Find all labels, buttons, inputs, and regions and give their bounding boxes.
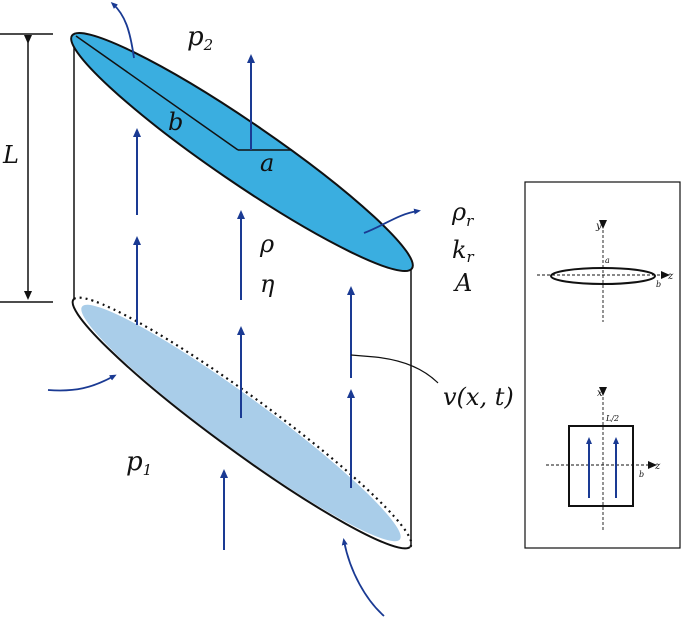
inset-b-label-2: b (639, 470, 644, 479)
velocity-label: v(x, t) (443, 383, 514, 411)
wall-density-label: ρr (451, 198, 474, 230)
pressure-top-label: p2 (187, 22, 213, 54)
inset-z-axis-label-2: z (654, 461, 661, 472)
inset-rect-section: x z L/2 b (546, 387, 661, 532)
outflow-right-arrow (363, 208, 421, 234)
inset-half-length-label: L/2 (605, 414, 619, 423)
semi-axis-a-label: a (260, 149, 274, 177)
curved-flux-arrows (47, 1, 421, 617)
inset-y-axis-label: y (595, 221, 602, 232)
velocity-leader-line (350, 354, 439, 384)
length-dimension (0, 33, 53, 303)
cross-section-inset: y z a b x z L/2 b (524, 181, 681, 549)
inset-x-axis-label: x (597, 388, 603, 399)
wall-stiffness-label: kr (452, 236, 475, 266)
inset-a-label: a (605, 256, 610, 265)
area-label: A (453, 269, 472, 297)
inflow-left-arrow (47, 374, 117, 392)
inset-z-axis-label: z (667, 271, 674, 282)
length-label: L (2, 141, 19, 169)
semi-axis-b-label: b (168, 108, 183, 136)
inflow-bottom-arrow (341, 538, 385, 617)
flow-arrows (133, 54, 355, 550)
bottom-face (71, 296, 413, 550)
top-face (70, 32, 414, 272)
outflow-top-left-arrow (110, 1, 135, 59)
density-label: ρ (259, 230, 274, 258)
inset-ellipse-section: y z a b (537, 220, 674, 322)
viscosity-label: η (260, 270, 275, 298)
pressure-bottom-label: p1 (126, 447, 152, 479)
inset-b-label: b (656, 280, 661, 289)
